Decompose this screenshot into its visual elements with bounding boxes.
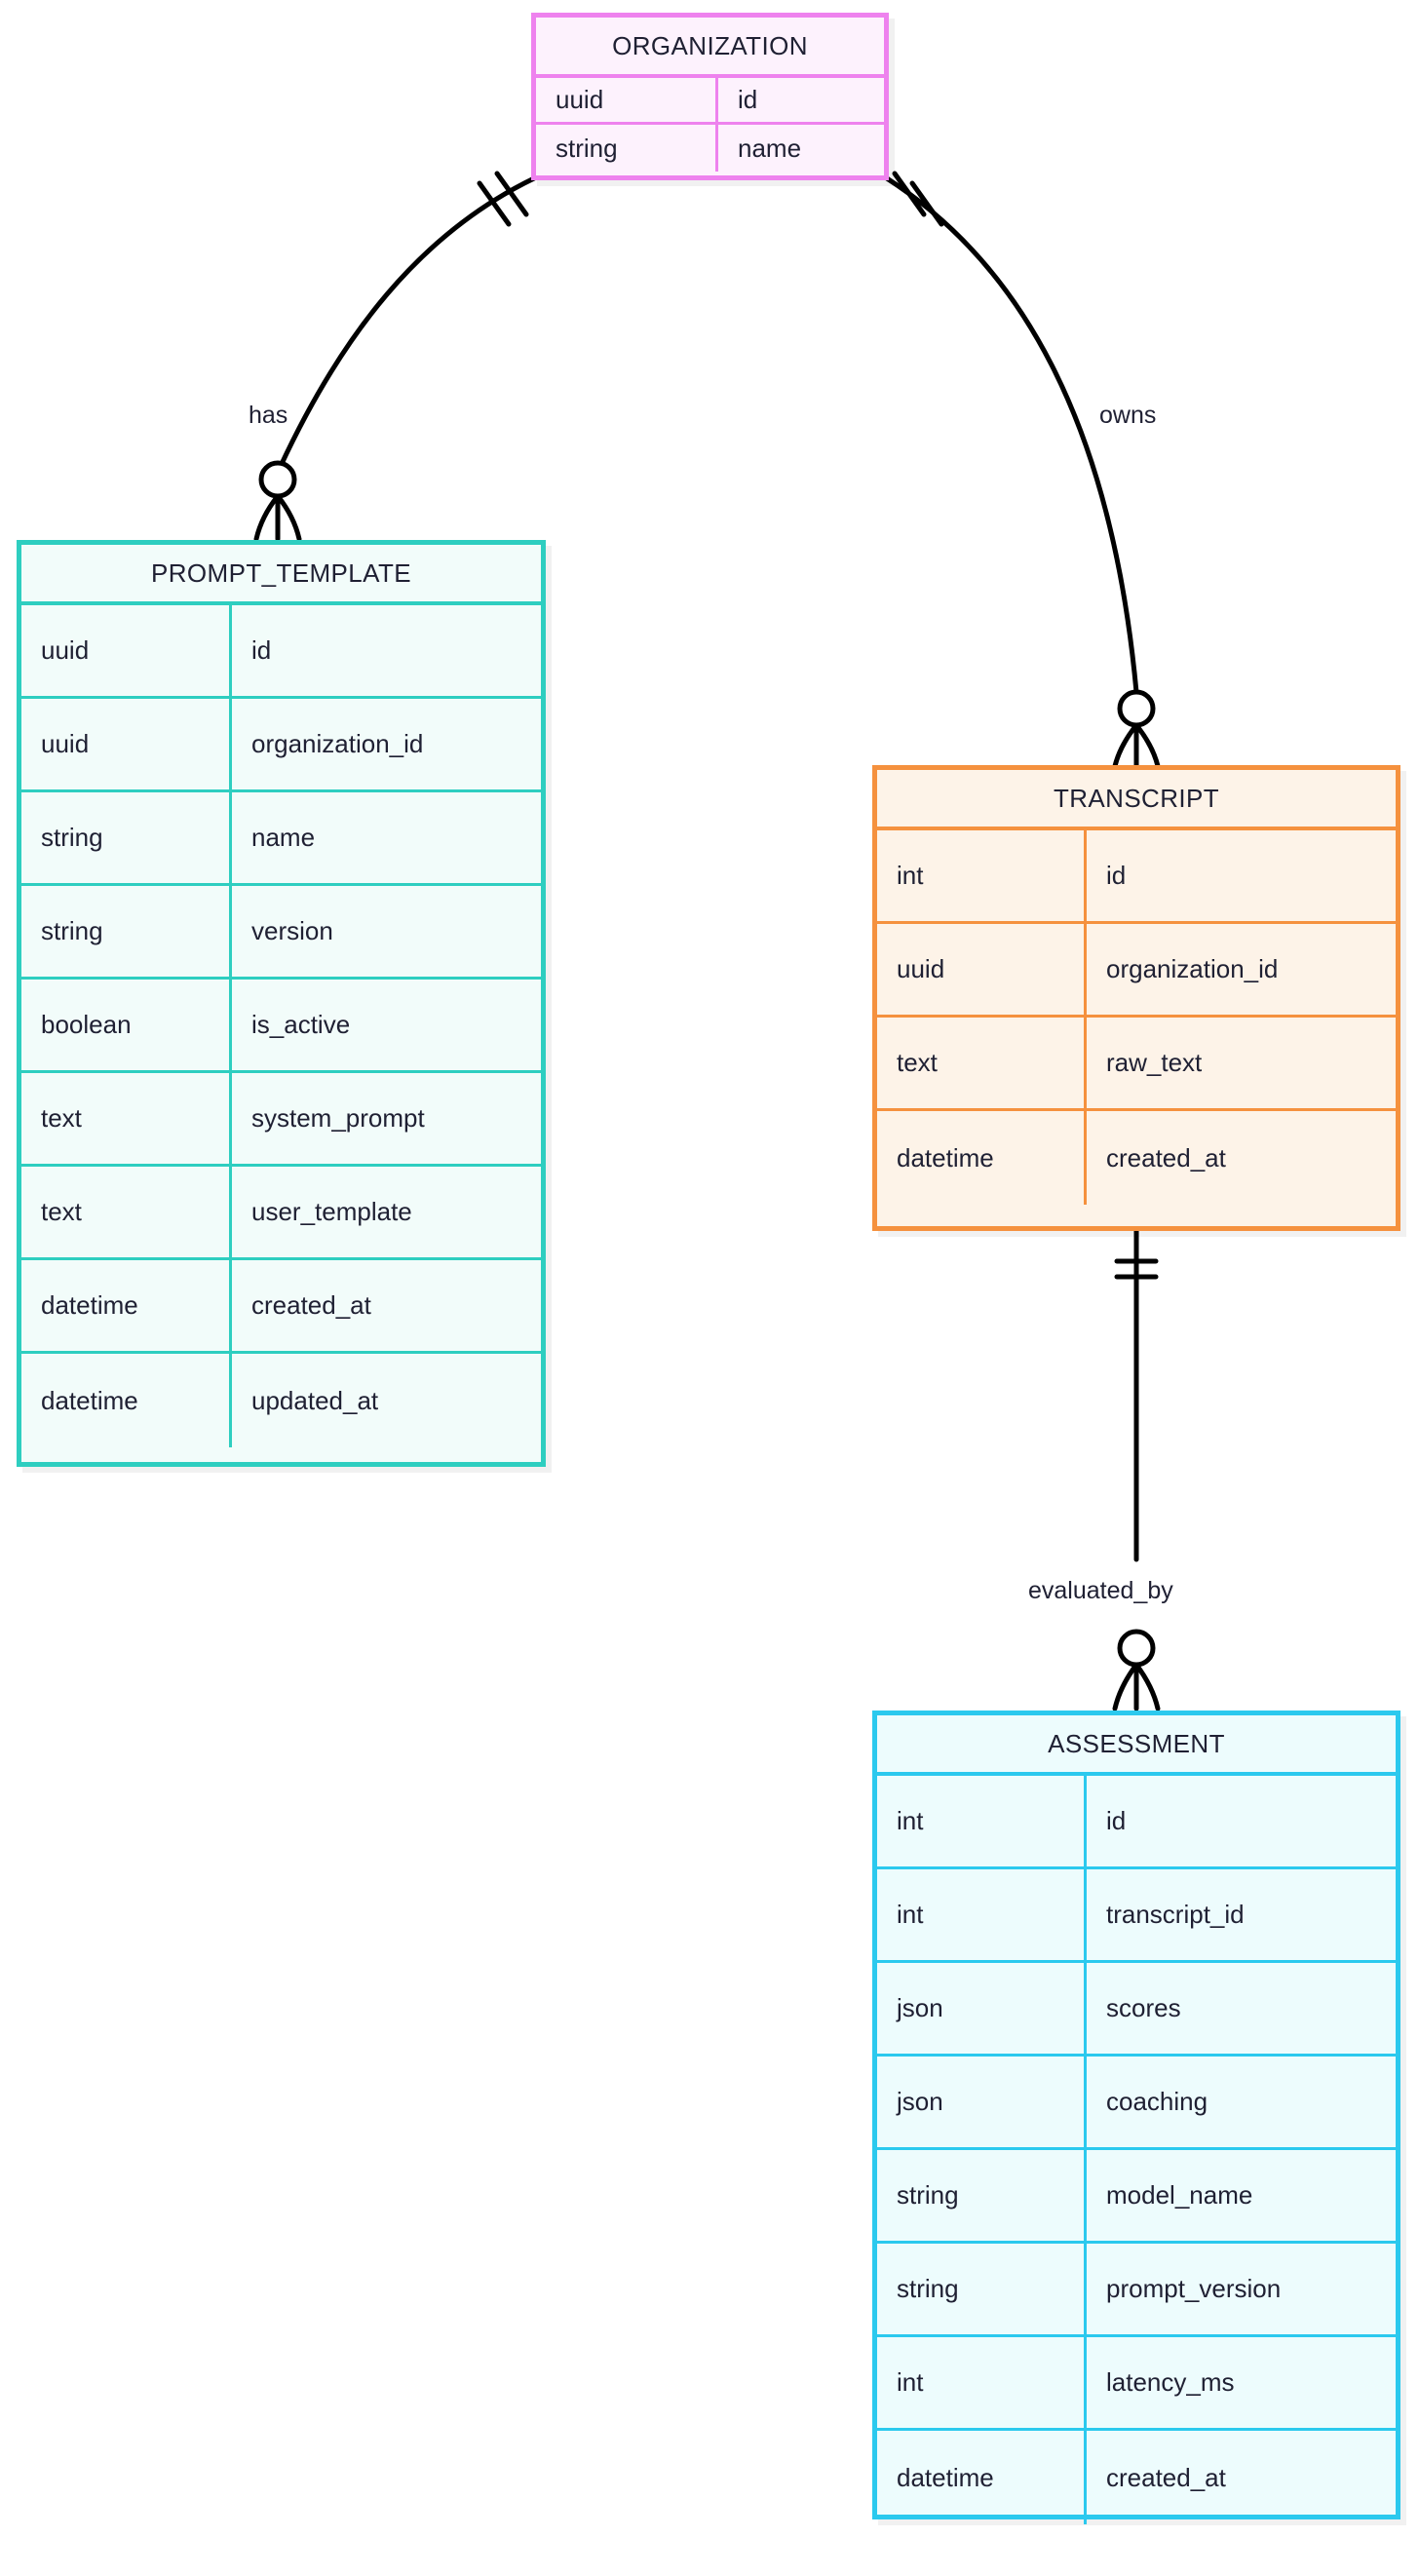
attribute-type: int — [877, 1869, 1087, 1960]
cardinality-zero-or-many-owns — [1112, 689, 1161, 769]
cardinality-exactly-one-evaluated-by — [1114, 1258, 1159, 1280]
attribute-type: text — [21, 1073, 232, 1164]
attribute-type: text — [877, 1018, 1087, 1108]
attribute-row: string name — [536, 125, 884, 172]
attribute-row: text system_prompt — [21, 1073, 541, 1167]
attribute-name: version — [251, 916, 333, 945]
attribute-type: text — [21, 1167, 232, 1257]
attribute-row: string model_name — [877, 2150, 1396, 2244]
attribute-type: int — [877, 2337, 1087, 2428]
attribute-name: organization_id — [1106, 954, 1279, 983]
attribute-type: json — [877, 2057, 1087, 2147]
attribute-name: scores — [1106, 1993, 1181, 2022]
attribute-name: model_name — [1106, 2180, 1253, 2210]
attribute-name: id — [251, 635, 272, 665]
attribute-type: datetime — [877, 1111, 1087, 1205]
attribute-type: datetime — [21, 1260, 232, 1351]
attribute-type: string — [21, 792, 232, 883]
attribute-type: string — [536, 125, 718, 172]
attribute-name: transcript_id — [1106, 1900, 1245, 1929]
attribute-name: created_at — [251, 1290, 371, 1320]
attribute-name: updated_at — [251, 1385, 379, 1415]
attribute-name: name — [251, 823, 316, 852]
relationship-label-owns: owns — [1099, 402, 1157, 429]
attribute-name: id — [1106, 861, 1127, 890]
relationship-label-evaluated-by: evaluated_by — [1028, 1577, 1173, 1604]
attribute-type: string — [877, 2244, 1087, 2334]
entity-organization[interactable]: ORGANIZATION uuid id string name — [531, 13, 889, 180]
attribute-name: raw_text — [1106, 1048, 1203, 1077]
attribute-type: uuid — [21, 605, 232, 696]
entity-transcript[interactable]: TRANSCRIPT int id uuid organization_id t… — [872, 765, 1400, 1231]
attribute-name: id — [1106, 1806, 1127, 1835]
attribute-row: int id — [877, 1776, 1396, 1869]
attribute-row: uuid organization_id — [21, 699, 541, 792]
attribute-type: json — [877, 1963, 1087, 2054]
attribute-row: text user_template — [21, 1167, 541, 1260]
entity-assessment[interactable]: ASSESSMENT int id int transcript_id json… — [872, 1711, 1400, 2524]
attribute-row: string prompt_version — [877, 2244, 1396, 2337]
attribute-row: boolean is_active — [21, 980, 541, 1073]
attribute-name: id — [738, 85, 758, 114]
entity-title-assessment: ASSESSMENT — [877, 1715, 1396, 1776]
attribute-name: is_active — [251, 1010, 351, 1039]
cardinality-exactly-one-owns — [892, 171, 944, 227]
attribute-type: datetime — [21, 1354, 232, 1447]
attribute-row: json scores — [877, 1963, 1396, 2057]
attribute-row: int id — [877, 830, 1396, 924]
entity-title-prompt-template: PROMPT_TEMPLATE — [21, 545, 541, 605]
attribute-row: uuid id — [21, 605, 541, 699]
attribute-name: created_at — [1106, 1142, 1226, 1173]
attribute-name: system_prompt — [251, 1103, 425, 1133]
attribute-name: created_at — [1106, 2462, 1226, 2492]
attribute-name: user_template — [251, 1197, 412, 1226]
attribute-name: name — [738, 133, 802, 163]
attribute-row: int transcript_id — [877, 1869, 1396, 1963]
attribute-type: int — [877, 830, 1087, 921]
cardinality-zero-or-many-has — [253, 460, 302, 542]
attribute-row: datetime created_at — [877, 1111, 1396, 1205]
attribute-name: prompt_version — [1106, 2274, 1282, 2303]
attribute-type: string — [877, 2150, 1087, 2241]
cardinality-exactly-one-has — [477, 171, 529, 227]
attribute-name: latency_ms — [1106, 2367, 1235, 2397]
attribute-row: int latency_ms — [877, 2337, 1396, 2431]
entity-prompt-template[interactable]: PROMPT_TEMPLATE uuid id uuid organizatio… — [17, 540, 546, 1467]
attribute-row: text raw_text — [877, 1018, 1396, 1111]
attribute-row: datetime created_at — [877, 2431, 1396, 2524]
attribute-type: uuid — [536, 78, 718, 122]
relationship-label-has: has — [249, 402, 288, 429]
attribute-name: coaching — [1106, 2087, 1208, 2116]
attribute-row: uuid organization_id — [877, 924, 1396, 1018]
relationship-line-owns — [884, 175, 1139, 695]
attribute-row: uuid id — [536, 78, 884, 125]
attribute-row: datetime created_at — [21, 1260, 541, 1354]
attribute-type: boolean — [21, 980, 232, 1070]
attribute-row: string name — [21, 792, 541, 886]
entity-title-transcript: TRANSCRIPT — [877, 770, 1396, 830]
attribute-type: uuid — [21, 699, 232, 789]
attribute-type: int — [877, 1776, 1087, 1866]
attribute-row: datetime updated_at — [21, 1354, 541, 1447]
attribute-name: organization_id — [251, 729, 424, 758]
attribute-type: uuid — [877, 924, 1087, 1015]
attribute-row: json coaching — [877, 2057, 1396, 2150]
entity-title-organization: ORGANIZATION — [536, 18, 884, 78]
attribute-type: string — [21, 886, 232, 977]
attribute-type: datetime — [877, 2431, 1087, 2524]
relationship-line-has — [278, 175, 537, 469]
attribute-row: string version — [21, 886, 541, 980]
cardinality-zero-or-many-evaluated-by — [1112, 1629, 1161, 1711]
